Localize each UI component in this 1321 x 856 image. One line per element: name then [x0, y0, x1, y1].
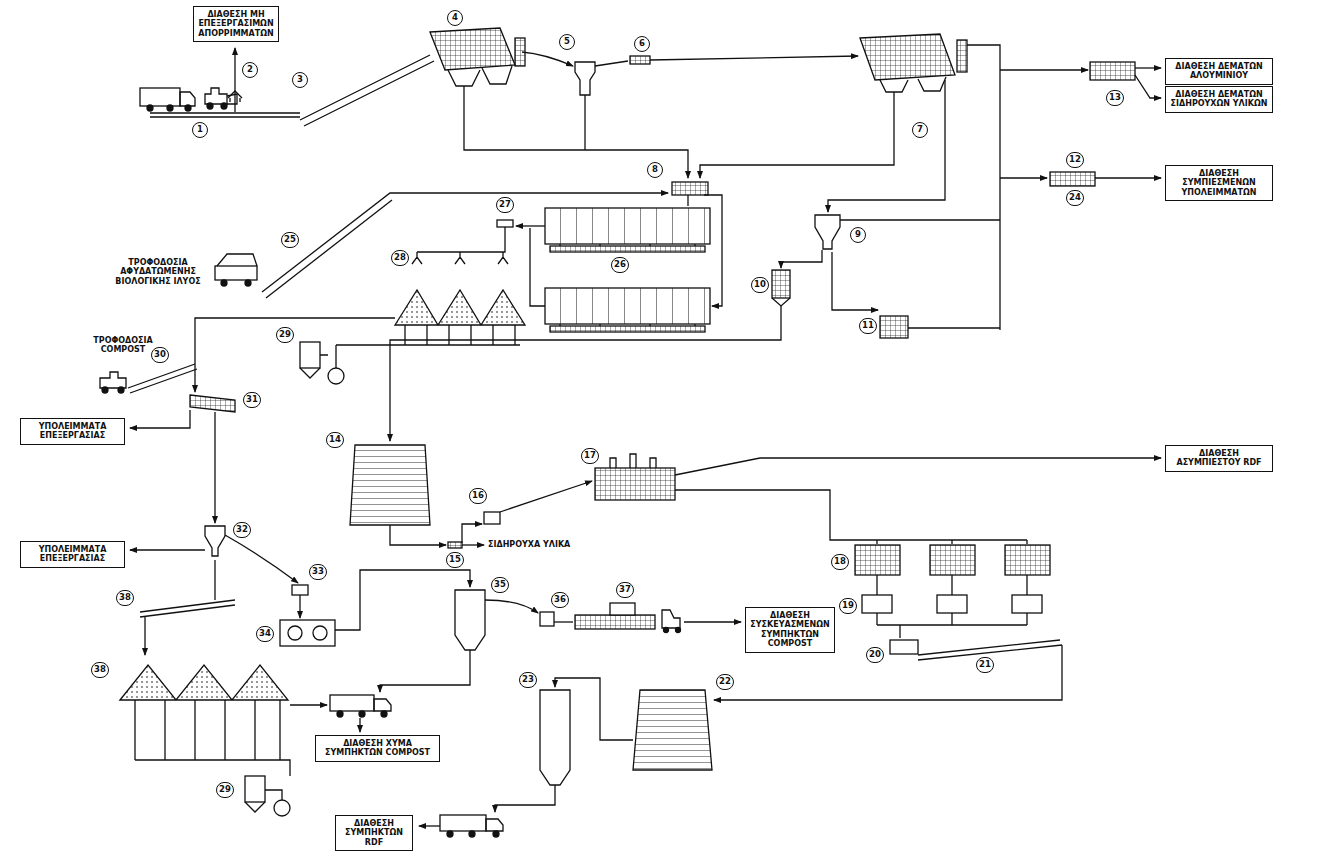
output-box: ΔΙΑΘΕΣΗ ΜΗ ΕΠΕΞΕΡΓΑΣΙΜΩΝ ΑΠΟΡΡΙΜΜΑΤΩΝ — [193, 6, 279, 42]
callout-number: 4 — [447, 10, 463, 26]
callout-number: 21 — [976, 657, 994, 673]
callout-number: 16 — [469, 488, 487, 504]
callout-number: 25 — [281, 232, 299, 248]
box-text: ΔΙΑΘΕΣΗ ΔΕΜΑΤΩΝ ΣΙΔΗΡΟΥΧΩΝ ΥΛΙΚΩΝ — [1170, 90, 1268, 109]
callout-number: 29 — [276, 327, 294, 343]
box-text: ΔΙΑΘΕΣΗ ΜΗ ΕΠΕΞΕΡΓΑΣΙΜΩΝ ΑΠΟΡΡΙΜΜΑΤΩΝ — [198, 10, 274, 38]
callout-number: 37 — [616, 582, 634, 598]
callout-number: 19 — [839, 598, 857, 614]
callout-number: 5 — [559, 34, 575, 50]
callout-number: 30 — [151, 347, 169, 363]
output-box: ΔΙΑΘΕΣΗ ΣΥΜΠΙΕΣΜΕΝΩΝ ΥΠΟΛΕΙΜΜΑΤΩΝ — [1165, 165, 1273, 201]
callout-number: 27 — [496, 197, 514, 213]
output-box: ΔΙΑΘΕΣΗ ΧΥΜΑ ΣΥΜΠΗΚΤΩΝ COMPOST — [315, 735, 440, 762]
callout-number: 18 — [831, 554, 849, 570]
box-text: ΔΙΑΘΕΣΗ ΑΣΥΜΠΙΕΣΤΟΥ RDF — [1170, 449, 1268, 468]
feed-label: ΣΙΔΗΡΟΥΧΑ ΥΛΙΚΑ — [487, 540, 571, 549]
output-box: ΥΠΟΛΕΙΜΜΑΤΑ ΕΠΕΞΕΡΓΑΣΙΑΣ — [20, 418, 125, 445]
callout-number: 7 — [912, 122, 928, 138]
box-text: ΔΙΑΘΕΣΗ ΔΕΜΑΤΩΝ ΑΛΟΥΜΙΝΙΟΥ — [1170, 62, 1268, 81]
callout-number: 29 — [216, 782, 234, 798]
callout-number: 14 — [326, 432, 344, 448]
callout-number: 36 — [551, 592, 569, 608]
box-text: ΔΙΑΘΕΣΗ ΧΥΜΑ ΣΥΜΠΗΚΤΩΝ COMPOST — [320, 739, 435, 758]
box-text: ΔΙΑΘΕΣΗ ΣΥΜΠΙΕΣΜΕΝΩΝ ΥΠΟΛΕΙΜΜΑΤΩΝ — [1170, 169, 1268, 197]
callout-number: 34 — [256, 626, 274, 642]
callout-number: 8 — [647, 162, 663, 178]
callout-number: 6 — [634, 36, 650, 52]
output-box: ΔΙΑΘΕΣΗ ΣΥΣΚΕΥΑΣΜΕΝΩΝ ΣΥΜΠΗΚΤΩΝ COMPOST — [745, 607, 835, 653]
callout-number: 10 — [751, 277, 769, 293]
output-box: ΔΙΑΘΕΣΗ ΔΕΜΑΤΩΝ ΣΙΔΗΡΟΥΧΩΝ ΥΛΙΚΩΝ — [1165, 86, 1273, 113]
output-box: ΔΙΑΘΕΣΗ ΣΥΜΠΗΚΤΩΝ RDF — [335, 815, 413, 851]
callout-number: 1 — [192, 122, 208, 138]
callout-number: 33 — [309, 564, 327, 580]
feed-label: ΤΡΟΦΟΔΟΣΙΑ ΑΦΥΔΑΤΩΜΕΝΗΣ ΒΙΟΛΟΓΙΚΗΣ ΙΛΥΟΣ — [108, 258, 208, 286]
callout-number: 32 — [233, 522, 251, 538]
callout-number: 38 — [91, 662, 109, 678]
callout-number: 2 — [242, 62, 258, 78]
callout-number: 9 — [850, 227, 866, 243]
callout-number: 35 — [491, 577, 509, 593]
output-box: ΔΙΑΘΕΣΗ ΔΕΜΑΤΩΝ ΑΛΟΥΜΙΝΙΟΥ — [1165, 58, 1273, 85]
callout-number: 22 — [716, 674, 734, 690]
callout-number: 26 — [611, 257, 629, 273]
callout-number: 12 — [1066, 152, 1084, 168]
callout-number: 11 — [859, 318, 877, 334]
output-box: ΔΙΑΘΕΣΗ ΑΣΥΜΠΙΕΣΤΟΥ RDF — [1165, 445, 1273, 472]
callout-number: 23 — [519, 672, 537, 688]
callout-number: 20 — [866, 647, 884, 663]
box-text: ΥΠΟΛΕΙΜΜΑΤΑ ΕΠΕΞΕΡΓΑΣΙΑΣ — [25, 545, 120, 564]
output-box: ΥΠΟΛΕΙΜΜΑΤΑ ΕΠΕΞΕΡΓΑΣΙΑΣ — [20, 541, 125, 568]
callout-number: 15 — [446, 552, 464, 568]
box-text: ΔΙΑΘΕΣΗ ΣΥΣΚΕΥΑΣΜΕΝΩΝ ΣΥΜΠΗΚΤΩΝ COMPOST — [750, 611, 830, 649]
callout-number: 13 — [1106, 90, 1124, 106]
callout-number: 31 — [243, 392, 261, 408]
callout-number: 17 — [581, 448, 599, 464]
box-text: ΥΠΟΛΕΙΜΜΑΤΑ ΕΠΕΞΕΡΓΑΣΙΑΣ — [25, 422, 120, 441]
callout-number: 28 — [391, 250, 409, 266]
callout-number: 24 — [1066, 190, 1084, 206]
callout-number: 3 — [292, 72, 308, 88]
box-text: ΔΙΑΘΕΣΗ ΣΥΜΠΗΚΤΩΝ RDF — [340, 819, 408, 847]
callout-number: 38 — [116, 590, 134, 606]
